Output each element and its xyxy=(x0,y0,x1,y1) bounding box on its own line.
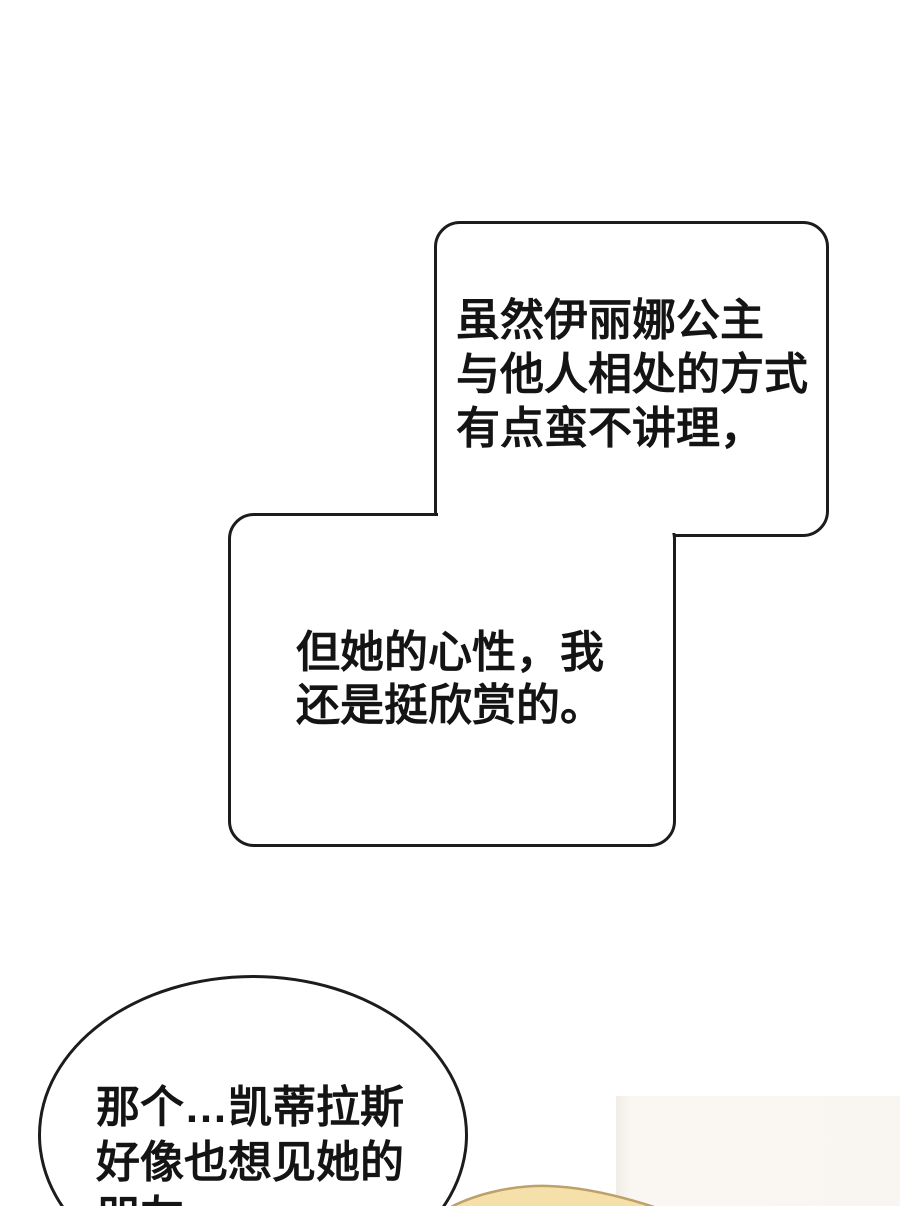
background-tint-panel xyxy=(616,1096,900,1206)
speech-bubble-top-text: 虽然伊丽娜公主 与他人相处的方式 有点蛮不讲理， xyxy=(456,294,808,456)
bubble-text-line: 与他人相处的方式 xyxy=(456,350,808,399)
speech-bubble-middle xyxy=(228,513,676,847)
speech-bubble-top xyxy=(434,221,829,537)
speech-bubble-middle-text: 但她的心性，我 还是挺欣赏的。 xyxy=(296,626,604,732)
character-hair-icon xyxy=(450,1184,655,1206)
bubble-text-line: 好像也想见她的 xyxy=(96,1138,404,1187)
bubble-text-line: 朋友 xyxy=(96,1190,404,1206)
bubble-join-patch xyxy=(438,510,676,533)
speech-bubble-ellipse-text: 那个…凯蒂拉斯 好像也想见她的 朋友 xyxy=(96,1080,404,1206)
bubble-text-line: 还是挺欣赏的。 xyxy=(296,681,604,730)
bubble-text-line: 虽然伊丽娜公主 xyxy=(456,296,764,345)
hair-outline-shape xyxy=(450,1184,655,1206)
bubble-text-line: 但她的心性，我 xyxy=(296,628,604,677)
bubble-text-line: 那个…凯蒂拉斯 xyxy=(96,1083,404,1132)
bubble-text-line: 有点蛮不讲理， xyxy=(456,404,764,453)
